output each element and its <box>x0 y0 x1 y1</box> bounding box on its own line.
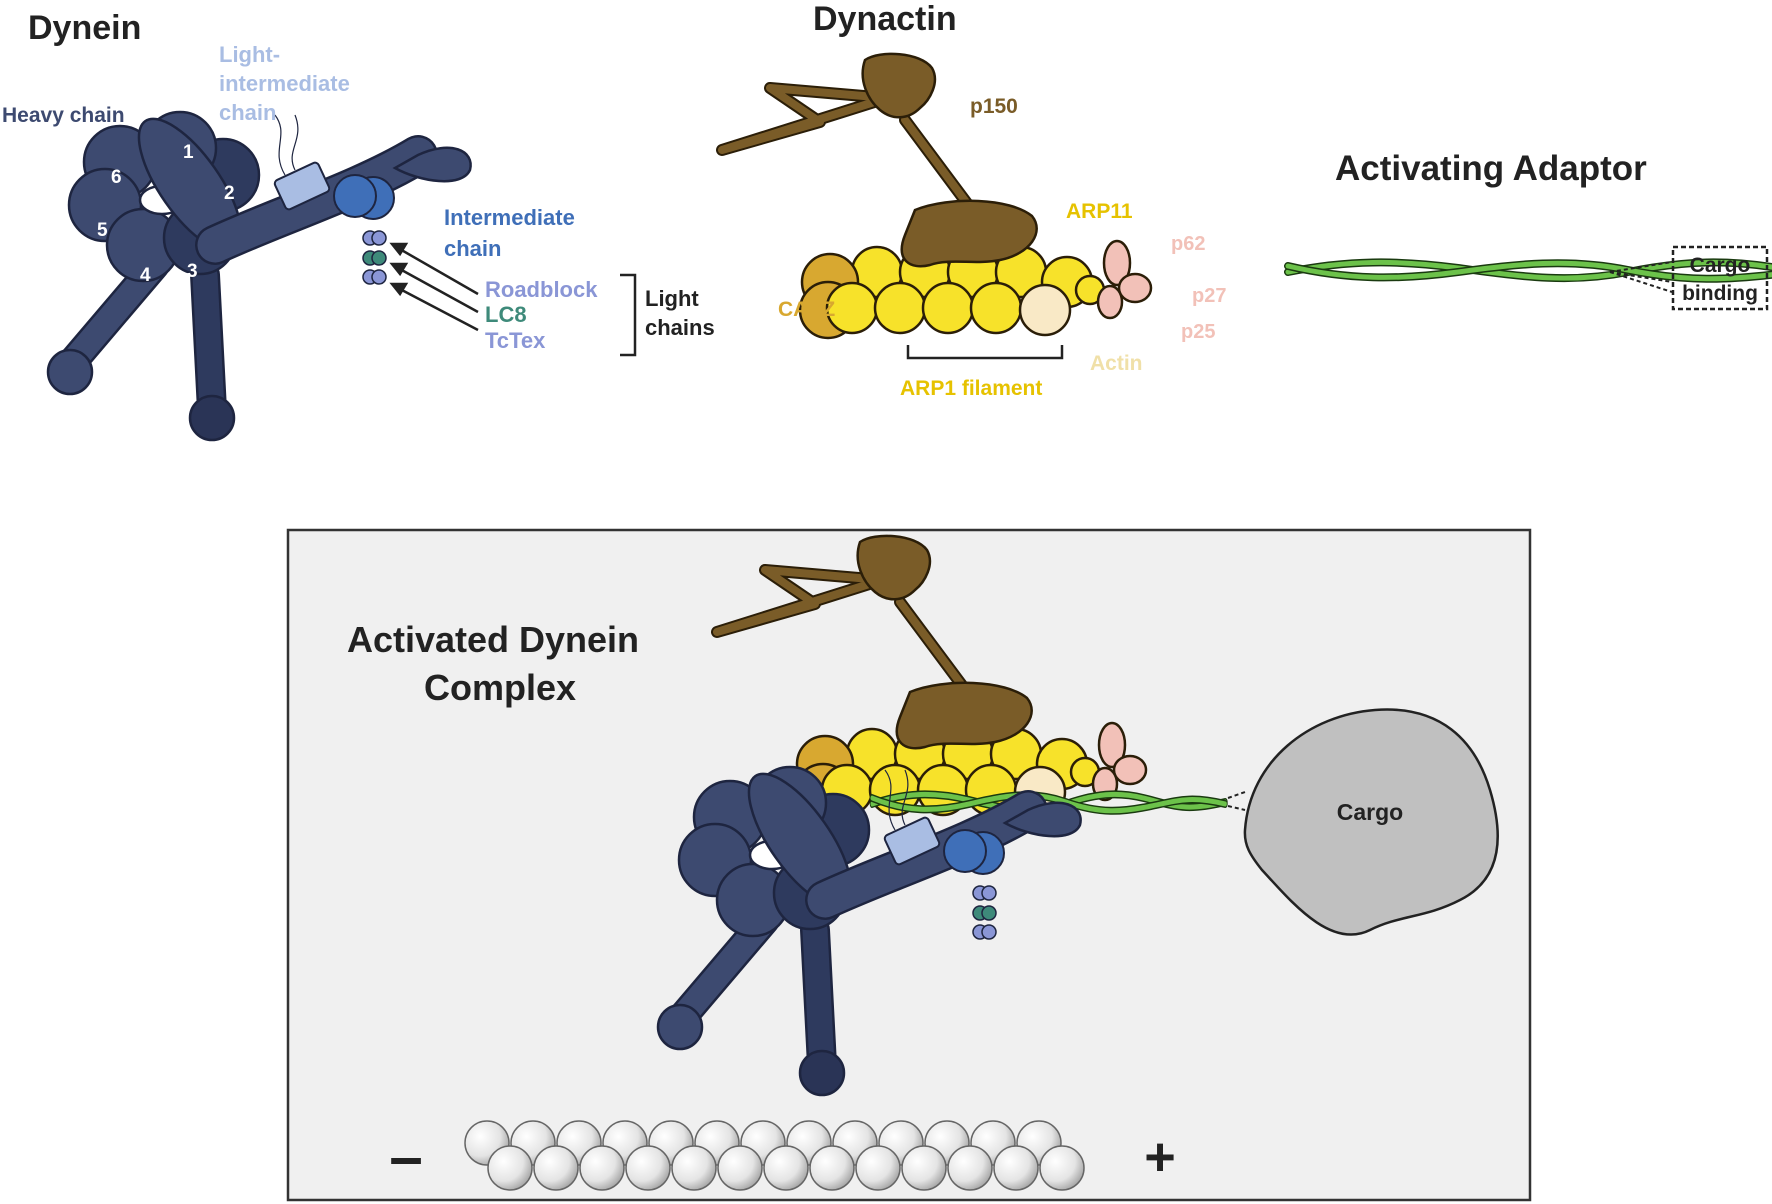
arp1-bracket <box>906 345 1064 360</box>
adaptor-title: Activating Adaptor <box>1335 149 1647 188</box>
label-p27: p27 <box>1192 285 1226 307</box>
label-light-intermediate-3: chain <box>219 100 276 125</box>
label-light-chains-2: chains <box>645 315 715 340</box>
aaa-number-6: 6 <box>111 167 122 188</box>
cargo-shape <box>1243 708 1500 936</box>
cargo-tethers <box>1227 791 1246 811</box>
label-light-intermediate-2: intermediate <box>219 71 350 96</box>
aaa-number-5: 5 <box>97 220 108 241</box>
label-capz: CAPZ <box>778 298 835 321</box>
tubulin-subunit <box>579 1145 625 1191</box>
tubulin-subunit <box>533 1145 579 1191</box>
tubulin-subunit <box>947 1145 993 1191</box>
aaa-number-4: 4 <box>140 265 151 286</box>
label-p25: p25 <box>1181 321 1215 343</box>
tubulin-subunit <box>855 1145 901 1191</box>
tubulin-subunit <box>717 1145 763 1191</box>
complex-title-1: Activated Dynein <box>347 619 639 660</box>
label-intermediate-1: Intermediate <box>444 205 575 230</box>
label-cargo-binding-2: binding <box>1682 282 1758 305</box>
tubulin-subunit <box>487 1145 533 1191</box>
complex-title-2: Complex <box>424 667 576 708</box>
dynein-title: Dynein <box>28 9 141 47</box>
plus-end-sign: + <box>1144 1127 1176 1187</box>
label-roadblock: Roadblock <box>485 277 598 302</box>
dynactin-illustration <box>722 54 1151 338</box>
label-cargo: Cargo <box>1337 799 1403 825</box>
aaa-number-2: 2 <box>224 183 235 204</box>
label-p150: p150 <box>970 95 1018 118</box>
tubulin-subunit <box>671 1145 717 1191</box>
tubulin-subunit <box>901 1145 947 1191</box>
label-lc8: LC8 <box>485 302 527 327</box>
label-light-intermediate-1: Light- <box>219 42 280 67</box>
label-cargo-binding-1: Cargo <box>1690 254 1751 277</box>
label-heavy-chain: Heavy chain <box>2 104 125 127</box>
cargo-binding-tethers <box>1609 261 1673 293</box>
tubulin-subunit <box>625 1145 671 1191</box>
tubulin-subunit <box>993 1145 1039 1191</box>
tubulin-subunit <box>809 1145 855 1191</box>
label-light-chains-1: Light <box>645 286 699 311</box>
light-chains-bracket <box>620 273 637 357</box>
tubulin-subunit <box>763 1145 809 1191</box>
light-chain-arrows <box>389 242 479 332</box>
aaa-number-1: 1 <box>183 142 194 163</box>
cargo-binding-box <box>1671 245 1769 311</box>
label-actin: Actin <box>1090 352 1143 375</box>
microtubule <box>464 1120 1085 1191</box>
tubulin-subunit <box>1039 1145 1085 1191</box>
label-tctex: TcTex <box>485 328 546 353</box>
dynactin-title: Dynactin <box>813 0 957 38</box>
minus-end-sign: – <box>389 1123 422 1190</box>
label-arp11: ARP11 <box>1066 200 1133 223</box>
aaa-number-3: 3 <box>187 261 198 282</box>
label-p62: p62 <box>1171 233 1205 255</box>
label-intermediate-2: chain <box>444 236 501 261</box>
label-arp1-filament: ARP1 filament <box>900 377 1042 400</box>
